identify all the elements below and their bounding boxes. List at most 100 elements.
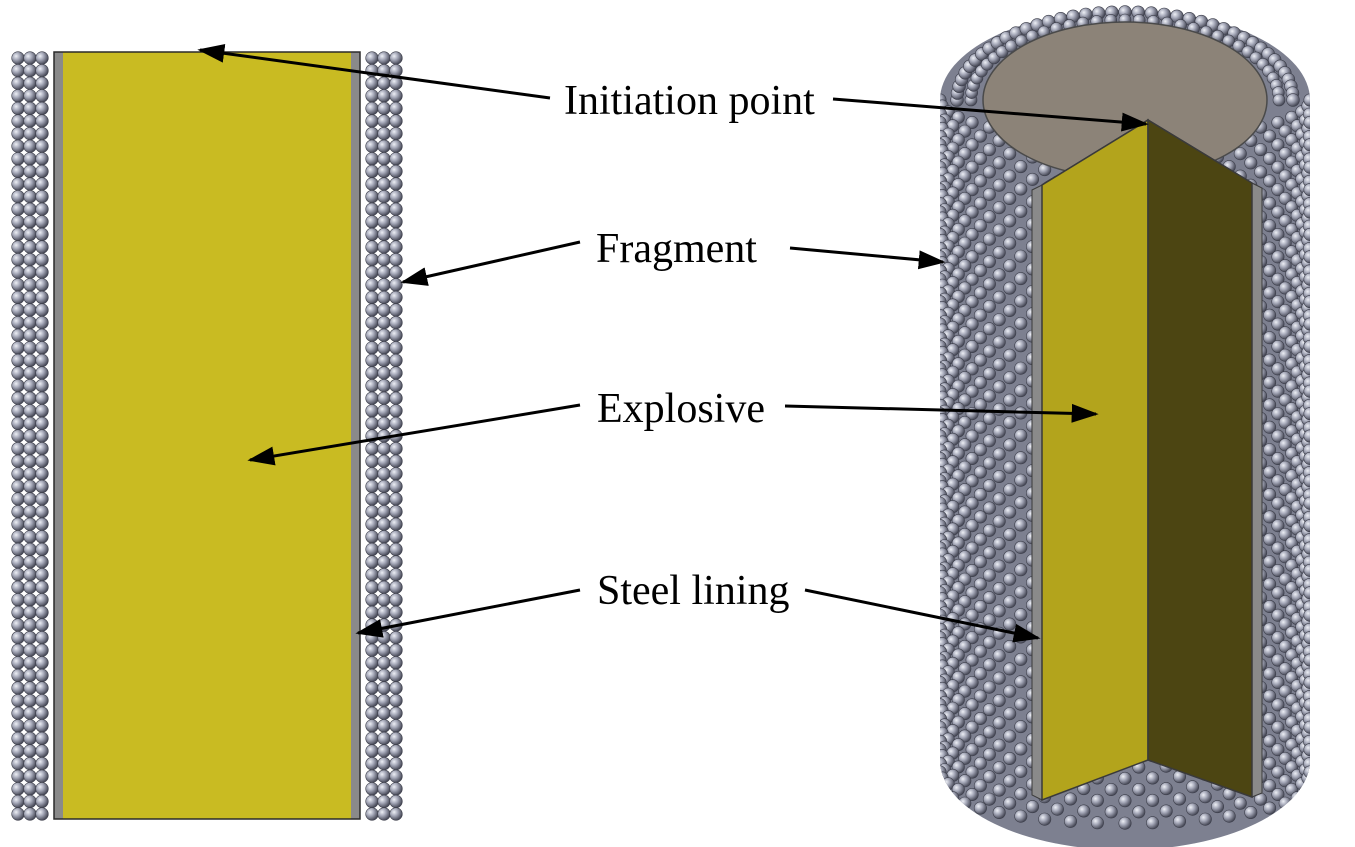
fragment-sphere: [365, 89, 379, 103]
fragment-sphere: [23, 240, 37, 254]
fragment-sphere: [11, 63, 25, 78]
fragment-sphere: [365, 202, 379, 216]
fragment-sphere: [377, 76, 391, 90]
fragment-sphere: [992, 246, 1006, 260]
fragment-sphere: [992, 425, 1006, 439]
fragment-sphere: [35, 580, 49, 594]
fragment-sphere: [11, 227, 25, 241]
fragment-sphere: [992, 178, 1006, 192]
fragment-sphere: [35, 341, 49, 355]
fragment-sphere: [35, 656, 49, 670]
fragment-sphere: [23, 290, 37, 305]
fragment-sphere: [23, 89, 37, 103]
fragment-sphere: [35, 442, 49, 456]
explosive-section: [63, 52, 351, 819]
fragment-sphere: [35, 479, 49, 494]
fragment-sphere: [992, 335, 1006, 349]
fragment-sphere: [1271, 116, 1285, 130]
fragment-sphere: [1211, 800, 1225, 814]
fragment-sphere: [1263, 331, 1277, 345]
fragment-sphere: [1271, 362, 1285, 376]
fragment-sphere: [23, 593, 37, 607]
fragment-sphere: [389, 605, 403, 620]
fragment-sphere: [23, 353, 37, 368]
fragment-sphere: [982, 658, 996, 672]
fragment-sphere: [982, 277, 996, 291]
fragment-sphere: [35, 782, 49, 796]
fragment-sphere: [1303, 541, 1310, 555]
fragment-sphere: [365, 744, 379, 758]
fragment-sphere: [377, 442, 391, 456]
fragment-sphere: [11, 379, 25, 393]
fragment-sphere: [377, 366, 391, 380]
fragment-sphere: [965, 586, 979, 600]
fragment-sphere: [1014, 787, 1028, 801]
fragment-sphere: [23, 794, 37, 809]
fragment-sphere: [1303, 362, 1310, 376]
fragment-sphere: [1014, 764, 1028, 778]
fragment-sphere: [389, 290, 403, 305]
fragment-sphere: [11, 303, 25, 317]
fragment-sphere: [1271, 653, 1285, 667]
fragment-sphere: [1263, 644, 1277, 658]
fragment-sphere: [1303, 631, 1310, 645]
fragment-sphere: [973, 465, 987, 479]
explosive-cut-face-left: [1041, 118, 1149, 802]
fragment-sphere: [992, 514, 1006, 528]
fragment-sphere: [965, 272, 979, 286]
fragment-sphere: [11, 605, 25, 620]
fragment-sphere: [982, 255, 996, 269]
fragment-sphere: [992, 693, 1006, 707]
arrow-initiation-right: [832, 97, 1149, 132]
fragment-sphere: [1014, 697, 1028, 711]
fragment-sphere: [23, 215, 37, 229]
fragment-sphere: [35, 164, 49, 178]
fragment-sphere: [1271, 519, 1285, 533]
fragment-sphere: [23, 807, 37, 821]
fragment-sphere: [973, 308, 987, 322]
fragment-sphere: [982, 389, 996, 403]
fragment-sphere: [1290, 791, 1304, 805]
fragment-sphere: [377, 240, 391, 254]
fragment-sphere: [1271, 272, 1285, 286]
fragment-sphere: [1263, 510, 1277, 524]
fragment-sphere: [377, 89, 391, 103]
fragment-sphere: [1263, 286, 1277, 300]
fragment-sphere: [973, 196, 987, 210]
fragment-sphere: [389, 215, 403, 229]
fragment-sphere: [1003, 483, 1017, 497]
fragment-sphere: [992, 559, 1006, 573]
fragment-sphere: [35, 807, 49, 821]
fragment-sphere: [1244, 156, 1258, 170]
fragment-sphere: [365, 719, 379, 733]
fragment-sphere: [992, 469, 1006, 483]
fragment-sphere: [1263, 779, 1277, 793]
fragment-sphere: [982, 143, 996, 157]
fragment-sphere: [365, 51, 379, 65]
fragment-sphere: [1003, 303, 1017, 317]
fragment-sphere: [389, 643, 403, 657]
fragment-sphere: [377, 668, 391, 683]
fragment-sphere: [11, 505, 25, 519]
fragment-sphere: [965, 675, 979, 689]
fragment-sphere: [982, 501, 996, 515]
fragment-sphere: [1244, 805, 1258, 819]
fragment-sphere: [365, 782, 379, 796]
fragment-sphere: [389, 316, 403, 330]
fragment-sphere: [982, 322, 996, 336]
fragment-sphere: [35, 467, 49, 481]
fragment-sphere: [965, 765, 979, 779]
fragment-sphere: [365, 328, 379, 342]
fragment-sphere: [1263, 465, 1277, 479]
fragment-sphere: [389, 303, 403, 317]
fragment-sphere: [377, 114, 391, 128]
fragment-sphere: [992, 447, 1006, 461]
fragment-sphere: [11, 492, 25, 506]
fragment-sphere: [1014, 720, 1028, 734]
fragment-sphere: [965, 474, 979, 488]
fragment-sphere: [23, 442, 37, 456]
fragment-sphere: [1198, 812, 1212, 826]
fragment-sphere: [389, 278, 403, 292]
fragment-sphere: [1263, 308, 1277, 322]
fragment-sphere: [992, 671, 1006, 685]
